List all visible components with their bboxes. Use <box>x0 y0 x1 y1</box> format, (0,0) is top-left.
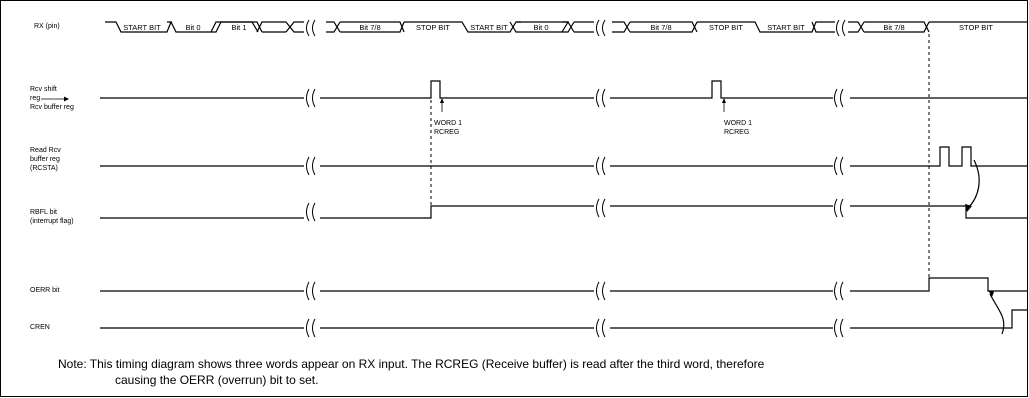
cren-break-1 <box>306 318 316 338</box>
rcv-shift-label-3: Rcv buffer reg <box>30 104 74 111</box>
rx-cell-bit78-1: Bit 7/8 <box>359 23 380 32</box>
oerr-waveform-4 <box>850 277 1027 292</box>
shift-arrow-head-icon <box>64 96 69 102</box>
word1-label-a: WORD 1 <box>434 120 462 127</box>
rx-cell-stop-3: STOP BIT <box>959 23 993 32</box>
rx-cell-start-2: START BIT <box>470 23 508 32</box>
rcreg-label-b: RCREG <box>724 129 749 136</box>
rx-cell-bit0-2: Bit 0 <box>533 23 548 32</box>
cren-waveform-4 <box>850 309 1027 329</box>
read-break-3 <box>834 156 844 176</box>
cren-break-3 <box>834 318 844 338</box>
cren-clears-oerr-arrow-head-icon <box>988 290 994 297</box>
rbfl-break-2 <box>596 198 606 218</box>
read-to-rbfl-arrow <box>967 159 980 209</box>
rbfl-break-1 <box>306 202 316 222</box>
oerr-break-3 <box>834 281 844 301</box>
read-break-2 <box>596 156 606 176</box>
rcv-shift-waveform-2 <box>320 80 594 99</box>
rbfl-break-3 <box>834 198 844 218</box>
oerr-break-1 <box>306 281 316 301</box>
rx-pin-label: RX (pin) <box>34 23 60 30</box>
rcv-shift-waveform-3 <box>610 80 833 99</box>
cren-label: CREN <box>30 324 50 331</box>
rcreg-label-a: RCREG <box>434 129 459 136</box>
rx-break-3 <box>836 19 846 37</box>
rx-cell-stop-1: STOP BIT <box>416 23 450 32</box>
read-rcv-label-3: (RCSTA) <box>30 165 58 172</box>
read-break-1 <box>306 156 316 176</box>
shift-break-2 <box>596 88 606 108</box>
rx-cell-bit0-1: Bit 0 <box>185 23 200 32</box>
note-line-1: Note: This timing diagram shows three wo… <box>58 357 765 371</box>
rx-cell-start-1: START BIT <box>123 23 161 32</box>
rcv-shift-label-1: Rcv shift <box>30 86 57 93</box>
read-rcv-label-1: Read Rcv <box>30 147 61 154</box>
cren-break-2 <box>596 318 606 338</box>
note-line-2: causing the OERR (overrun) bit to set. <box>115 373 319 387</box>
shift-break-3 <box>834 88 844 108</box>
rx-cell-bit78-2: Bit 7/8 <box>650 23 671 32</box>
rbfl-waveform-2 <box>320 205 594 219</box>
note-text: Note: This timing diagram shows three wo… <box>58 356 1018 388</box>
rx-waveform <box>105 21 1027 33</box>
oerr-label: OERR bit <box>30 287 60 294</box>
shift-break-1 <box>306 88 316 108</box>
rx-cell-bit1-1: Bit 1 <box>231 23 246 32</box>
word1-label-b: WORD 1 <box>724 120 752 127</box>
word1-arrow-b-head-icon <box>722 98 726 103</box>
read-rcv-label-2: buffer reg <box>30 156 60 163</box>
read-to-rbfl-arrow-head-icon <box>965 204 972 212</box>
rbfl-label-2: (interrupt flag) <box>30 218 74 225</box>
oerr-break-2 <box>596 281 606 301</box>
rbfl-label-1: RBFL bit <box>30 209 57 216</box>
rx-break-1 <box>306 19 316 37</box>
word1-arrow-a-head-icon <box>440 98 444 103</box>
rcv-shift-label-2: reg <box>30 95 40 102</box>
rx-cell-bit78-3: Bit 7/8 <box>883 23 904 32</box>
rx-cell-start-3: START BIT <box>767 23 805 32</box>
cren-clears-oerr-arrow <box>989 293 1005 335</box>
rbfl-waveform-4 <box>850 205 1027 219</box>
read-rcv-waveform-4 <box>850 146 1027 167</box>
rx-cell-stop-2: STOP BIT <box>709 23 743 32</box>
rx-break-2 <box>596 19 606 37</box>
